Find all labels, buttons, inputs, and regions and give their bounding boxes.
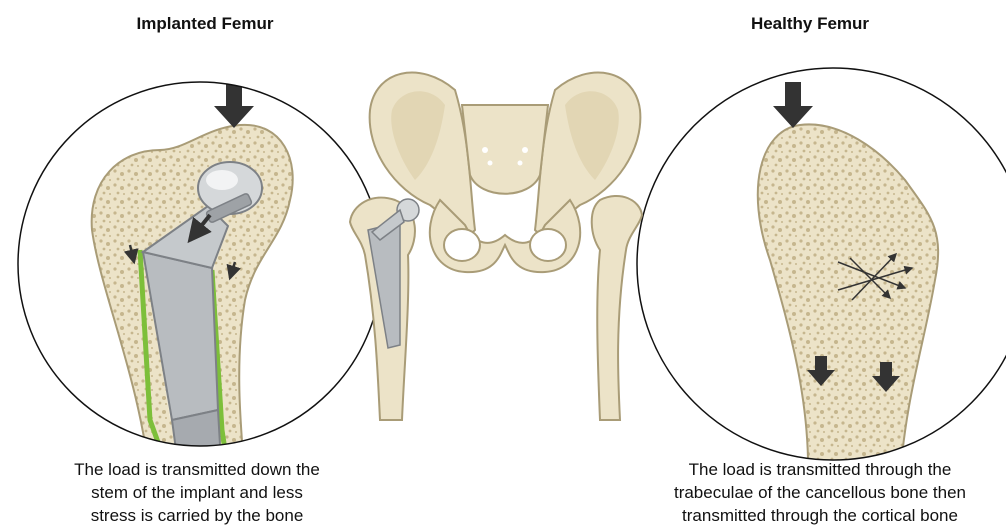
pelvis-healthy-femur (592, 196, 642, 420)
healthy-femur-caption: The load is transmitted through the trab… (610, 458, 1006, 527)
healthy-femur-panel (620, 60, 1006, 480)
implanted-femur-caption: The load is transmitted down the stem of… (22, 458, 372, 527)
implanted-femur-panel (0, 60, 400, 480)
